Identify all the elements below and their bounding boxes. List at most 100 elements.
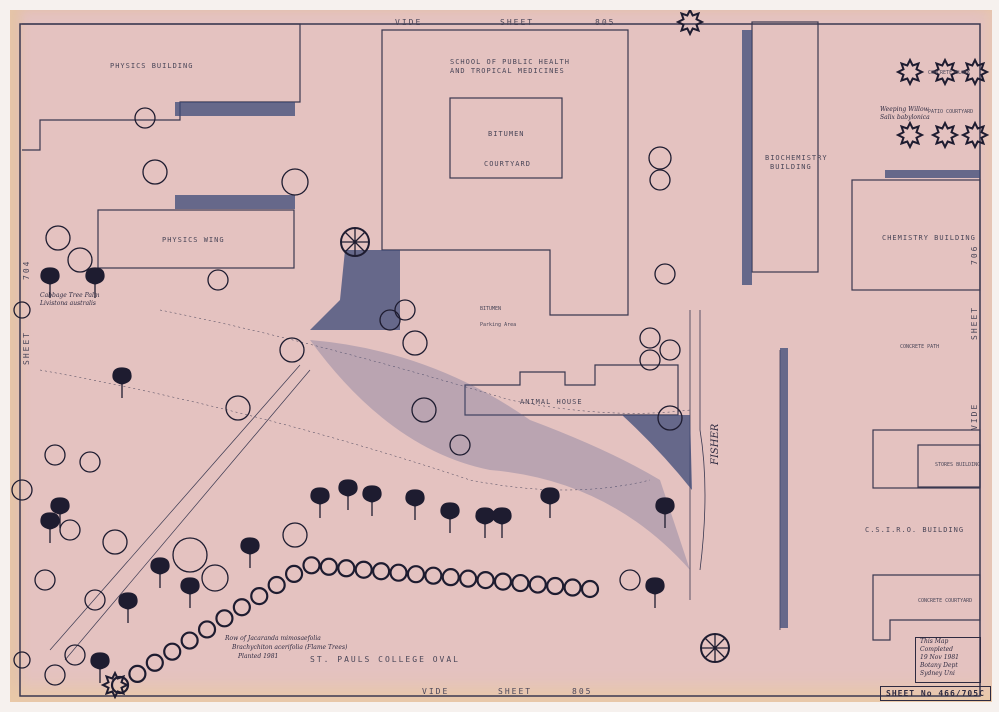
concrete-block-label: CONCRETE BLOCK	[928, 70, 971, 76]
willow-botanical-name: Salix babylonica	[880, 114, 930, 121]
eucalypt-icon	[645, 577, 665, 608]
physics-building-outline	[22, 23, 301, 151]
tree-icon	[45, 225, 71, 251]
tree-icon	[34, 569, 56, 591]
top-vide-label: VIDE	[395, 18, 423, 27]
courtyard-label-2: COURTYARD	[484, 160, 531, 168]
row-tree-icon	[424, 566, 443, 585]
note-line: This Map Completed	[920, 638, 954, 653]
bottom-vide-label: VIDE	[422, 687, 450, 696]
right-vide-label: VIDE	[970, 402, 979, 430]
public-health-label-1: SCHOOL OF PUBLIC HEALTH	[450, 58, 570, 66]
shrub-icon	[960, 57, 990, 87]
palm-common-name: Cabbage Tree Palm	[40, 292, 100, 299]
shrub-icon	[895, 120, 925, 150]
oval-label: ST. PAULS COLLEGE OVAL	[310, 655, 460, 664]
tree-icon	[59, 519, 81, 541]
eucalypt-icon	[655, 497, 675, 528]
eucalypt-icon	[118, 592, 138, 623]
row-planting-label-2: Brachychiton acerifolia (Flame Trees)	[232, 644, 348, 651]
shrub-icon	[100, 670, 130, 700]
tree-icon	[279, 337, 305, 363]
shaded-bed	[175, 195, 295, 209]
feature-tree-spokes	[701, 634, 729, 662]
tree-icon	[44, 444, 66, 466]
eucalypt-icon	[240, 537, 260, 568]
row-tree-icon	[250, 587, 269, 606]
row-tree-icon	[128, 664, 147, 683]
stores-label: STORES BUILDING	[935, 462, 981, 468]
map-sheet: VIDE SHEET 805 VIDE SHEET 805 SHEET 704 …	[10, 10, 992, 702]
shaded-lawn	[310, 340, 690, 570]
left-sheet-number: 704	[22, 259, 31, 280]
tree-icon	[654, 263, 676, 285]
sheet-number: SHEET No 466/705C	[880, 686, 991, 701]
row-tree-icon	[180, 631, 199, 650]
tree-icon	[44, 664, 66, 686]
eucalypt-icon	[40, 267, 60, 298]
row-tree-icon	[459, 569, 478, 588]
right-sheet-label: SHEET	[970, 305, 979, 340]
concrete-courtyard-label: CONCRETE COURTYARD	[918, 598, 973, 604]
tree-icon	[402, 330, 428, 356]
eucalypt-icon	[85, 267, 105, 298]
row-tree-icon	[319, 557, 338, 576]
chemistry-outline	[851, 179, 981, 291]
animal-house-label: ANIMAL HOUSE	[520, 398, 583, 406]
bottom-sheet-label: SHEET	[498, 687, 533, 696]
courtyard-label-1: BITUMEN	[488, 130, 525, 138]
shrub-icon	[675, 10, 705, 37]
physics-wing-outline	[97, 209, 295, 269]
bitumen-label: BITUMEN	[480, 306, 502, 312]
tree-icon	[281, 168, 309, 196]
note-line: Botany Dept	[920, 662, 958, 669]
row-tree-icon	[406, 565, 426, 584]
csiro-south-outline	[872, 574, 981, 641]
row-tree-icon	[232, 598, 251, 617]
eucalypt-icon	[405, 489, 425, 520]
row-tree-icon	[163, 642, 182, 661]
eucalypt-icon	[540, 487, 560, 518]
public-health-label-2: AND TROPICAL MEDICINES	[450, 67, 565, 75]
row-tree-icon	[511, 573, 530, 593]
row-tree-icon	[546, 576, 565, 596]
courtyard-outline	[449, 97, 563, 179]
left-sheet-label: SHEET	[22, 330, 31, 365]
tree-icon	[282, 522, 308, 548]
note-line: Sydney Uni	[920, 670, 955, 677]
tree-icon	[394, 299, 416, 321]
eucalypt-icon	[180, 577, 200, 608]
shaded-bed	[310, 250, 400, 330]
eucalypt-icon	[440, 502, 460, 533]
row-tree-icon	[145, 653, 164, 672]
tree-icon	[649, 169, 671, 191]
eucalypt-icon	[362, 485, 382, 516]
chemistry-label: CHEMISTRY BUILDING	[882, 234, 976, 242]
row-tree-icon	[493, 572, 513, 591]
tree-icon	[13, 651, 31, 669]
tree-icon	[449, 434, 471, 456]
site-plan	[11, 10, 990, 700]
shrub-icon	[930, 57, 960, 87]
willow-common-name: Weeping Willow	[880, 106, 929, 113]
physics-building-label: PHYSICS BUILDING	[110, 62, 194, 70]
shrub-icon	[930, 120, 960, 150]
eucalypt-icon	[338, 479, 358, 510]
shaded-bed	[780, 348, 788, 628]
tree-icon	[379, 309, 401, 331]
tree-icon	[639, 349, 661, 371]
eucalypt-icon	[112, 367, 132, 398]
shaded-bed	[885, 170, 980, 178]
biochemistry-label-2: BUILDING	[770, 163, 812, 171]
eucalypt-icon	[50, 497, 70, 528]
tree-icon	[134, 107, 156, 129]
row-tree-icon	[441, 568, 460, 587]
physics-wing-label: PHYSICS WING	[162, 236, 225, 244]
row-tree-icon	[215, 609, 234, 628]
tree-icon	[225, 395, 251, 421]
tree-icon	[411, 397, 437, 423]
tree-icon	[207, 269, 229, 291]
row-planting-label-3: Planted 1981	[238, 653, 279, 660]
fisher-road-label: FISHER	[710, 423, 721, 465]
tree-icon	[84, 589, 106, 611]
